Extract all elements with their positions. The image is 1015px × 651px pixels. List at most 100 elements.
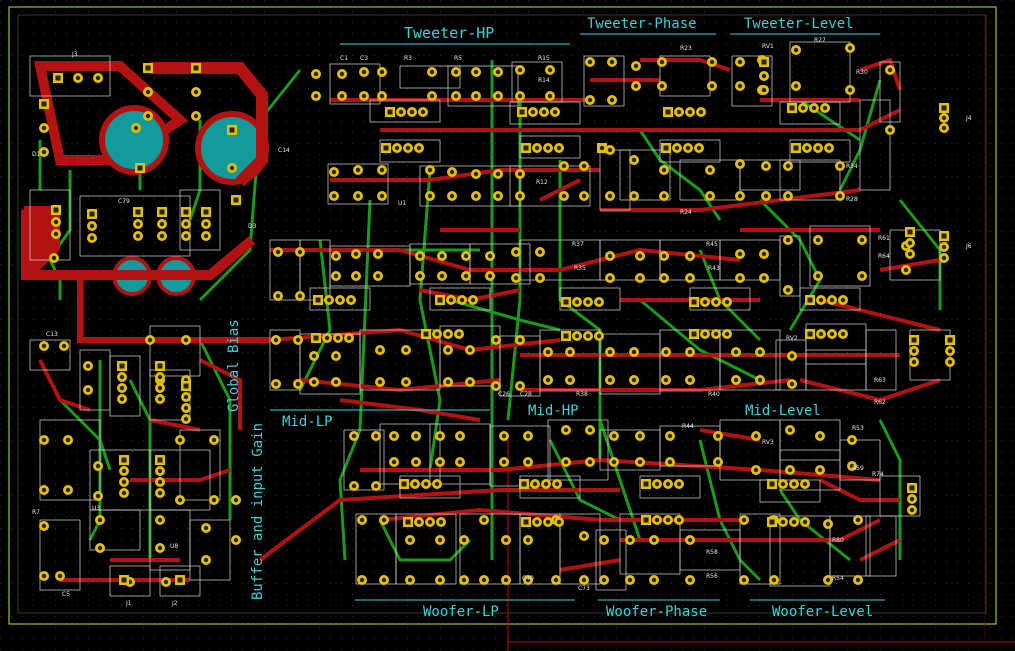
pad-hole: [473, 193, 479, 199]
pad-hole: [785, 287, 791, 293]
pad-hole: [439, 273, 445, 279]
pad-hole: [135, 233, 141, 239]
pad-hole: [787, 467, 793, 473]
component-outline: [29, 55, 111, 97]
pad-hole: [391, 459, 397, 465]
pad-hole: [41, 437, 47, 443]
pad-hole: [445, 379, 451, 385]
component-outline: [559, 513, 601, 585]
ref-r40: R40: [708, 391, 720, 398]
pad-hole: [333, 353, 339, 359]
pad-hole: [525, 537, 531, 543]
pad-hole: [434, 481, 440, 487]
pad-hole: [687, 577, 693, 583]
pad-hole: [445, 347, 451, 353]
pad-hole: [41, 343, 47, 349]
back-trace: [298, 239, 332, 391]
component-outline: [547, 419, 609, 481]
pad-hole: [503, 537, 509, 543]
pad-hole: [627, 537, 633, 543]
pad-hole: [381, 517, 387, 523]
pad-hole: [561, 163, 567, 169]
pad-hole: [804, 145, 810, 151]
pad-hole: [137, 165, 143, 171]
label-global-bias: Global Bias: [226, 319, 242, 412]
pad-hole: [177, 437, 183, 443]
pad-hole: [707, 167, 713, 173]
component-outline: [519, 135, 581, 159]
pad-hole: [233, 197, 239, 203]
ref-r27: R27: [814, 37, 826, 44]
ref-r35: R35: [574, 265, 586, 272]
front-trace: [819, 298, 941, 332]
pad-hole: [95, 493, 101, 499]
pad-hole: [379, 167, 385, 173]
pad-hole: [651, 577, 657, 583]
pad-hole: [416, 145, 422, 151]
pad-hole: [355, 193, 361, 199]
component-outline: [839, 439, 881, 481]
ref-c28: C28: [520, 391, 532, 398]
front-trace: [149, 418, 201, 432]
pad-hole: [75, 75, 81, 81]
ref-c26: C26: [498, 391, 510, 398]
pad-hole: [785, 193, 791, 199]
front-trace: [819, 478, 900, 502]
pad-hole: [859, 273, 865, 279]
pad-hole: [159, 233, 165, 239]
pad-hole: [733, 377, 739, 383]
pad-hole: [698, 109, 704, 115]
pad-hole: [815, 237, 821, 243]
pad-hole: [702, 331, 708, 337]
pad-hole: [427, 519, 433, 525]
pad-hole: [532, 481, 538, 487]
pad-hole: [403, 347, 409, 353]
pad-hole: [909, 507, 915, 513]
ref-r7: R7: [32, 509, 40, 516]
ref-r12: R12: [536, 179, 548, 186]
pad-hole: [501, 433, 507, 439]
pad-hole: [601, 537, 607, 543]
ref-r62: R62: [874, 399, 886, 406]
component-outline: [509, 101, 581, 125]
pad-hole: [607, 377, 613, 383]
pad-hole: [849, 463, 855, 469]
pad-hole: [405, 519, 411, 525]
component-outline: [399, 65, 461, 89]
capacitor-body-1: [99, 105, 169, 175]
component-outline: [395, 513, 457, 585]
pad-hole: [611, 433, 617, 439]
pad-hole: [667, 459, 673, 465]
ref-r58: R58: [706, 549, 718, 556]
pad-hole: [587, 59, 593, 65]
component-outline: [89, 509, 141, 551]
power-trace-big: [150, 62, 268, 187]
front-trace: [258, 488, 620, 562]
pad-hole: [121, 457, 127, 463]
label-tweeter-phase: Tweeter-Phase: [587, 16, 697, 32]
pad-hole: [53, 219, 59, 225]
pad-hole: [637, 253, 643, 259]
ref-j6: J6: [965, 243, 972, 250]
pad-hole: [887, 127, 893, 133]
pad-hole: [313, 93, 319, 99]
pad-hole: [335, 335, 341, 341]
pad-hole: [121, 479, 127, 485]
pad-hole: [311, 353, 317, 359]
pad-hole: [41, 125, 47, 131]
pad-hole: [65, 437, 71, 443]
pad-hole: [229, 127, 235, 133]
pad-hole: [359, 517, 365, 523]
ref-c79: C79: [118, 198, 130, 205]
pad-hole: [587, 459, 593, 465]
pad-hole: [737, 59, 743, 65]
pad-hole: [763, 163, 769, 169]
pad-hole: [409, 109, 415, 115]
pad-hole: [517, 383, 523, 389]
pad-hole: [405, 145, 411, 151]
pad-hole: [157, 457, 163, 463]
pad-hole: [89, 235, 95, 241]
pad-hole: [757, 377, 763, 383]
power-section: [21, 61, 270, 343]
